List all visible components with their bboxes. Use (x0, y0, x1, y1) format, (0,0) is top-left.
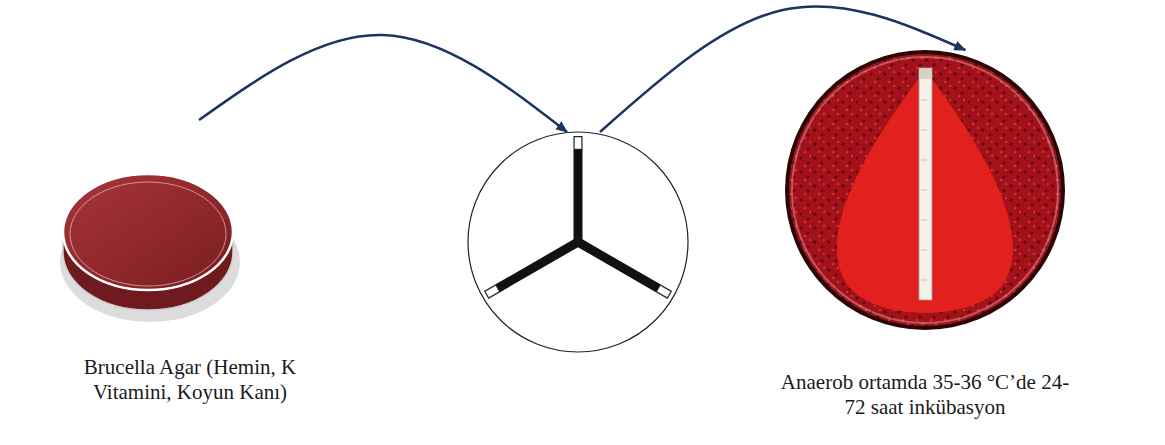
plate-node: Anaerob ortamda 35-36 °C’de 24-72 saat i… (770, 50, 1080, 420)
dish-node: Brucella Agar (Hemin, K Vitamini, Koyun … (40, 120, 340, 405)
strip-layout-disk (468, 132, 688, 352)
curved-arrow (199, 35, 567, 132)
curved-arrow (600, 6, 965, 132)
petri-dish (60, 174, 240, 322)
caption-text: Anaerob ortamda 35-36 °C’de 24-72 saat i… (775, 370, 1075, 420)
etest-plate (785, 50, 1065, 330)
disk-node (468, 132, 688, 352)
caption-text: Brucella Agar (Hemin, K Vitamini, Koyun … (55, 355, 325, 405)
